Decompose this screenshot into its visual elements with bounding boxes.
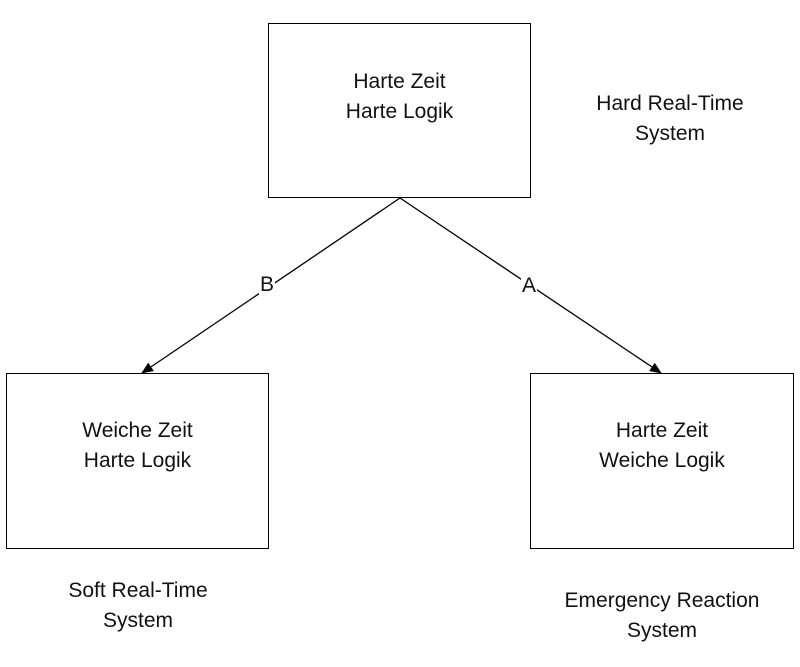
caption-hard-line2: System xyxy=(634,122,705,145)
box-top-line1: Harte Zeit xyxy=(353,69,446,93)
caption-soft-real-time: Soft Real-Time System xyxy=(28,576,248,636)
box-hard-time-soft-logic: Harte Zeit Weiche Logik xyxy=(530,373,794,549)
caption-hard-line1: Hard Real-Time xyxy=(596,92,744,115)
caption-soft-line2: System xyxy=(102,609,173,632)
caption-emergency-line2: System xyxy=(626,619,697,642)
edge-label-b: B xyxy=(259,273,276,297)
box-top-line2: Harte Logik xyxy=(345,99,454,123)
box-hard-time-hard-logic: Harte Zeit Harte Logik xyxy=(268,23,531,198)
box-right-line1: Harte Zeit xyxy=(615,419,709,442)
box-right-text: Harte Zeit Weiche Logik xyxy=(599,416,725,476)
box-left-line2: Harte Logik xyxy=(83,449,192,472)
box-left-line1: Weiche Zeit xyxy=(82,419,193,442)
box-top-text: Harte Zeit Harte Logik xyxy=(346,67,453,127)
caption-soft-line1: Soft Real-Time xyxy=(68,579,208,602)
box-soft-time-hard-logic: Weiche Zeit Harte Logik xyxy=(6,373,269,549)
caption-hard-real-time: Hard Real-Time System xyxy=(560,89,780,149)
caption-emergency-reaction: Emergency Reaction System xyxy=(528,586,796,646)
caption-emergency-line1: Emergency Reaction xyxy=(564,589,760,612)
box-right-line2: Weiche Logik xyxy=(599,449,725,472)
box-left-text: Weiche Zeit Harte Logik xyxy=(82,416,193,476)
edge-label-a: A xyxy=(521,274,538,298)
